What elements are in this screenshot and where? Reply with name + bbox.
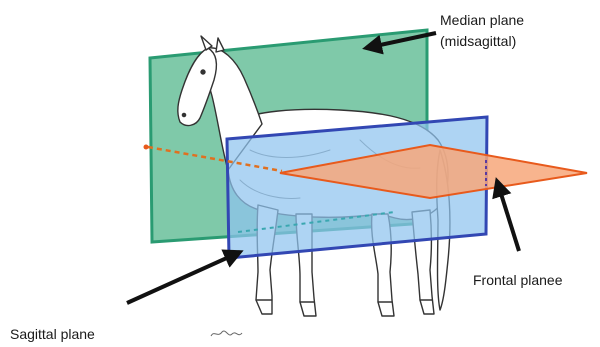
median-plane-dot	[144, 145, 149, 150]
frontal-plane-arrow-icon	[497, 181, 519, 251]
median-plane-sublabel: (midsagittal)	[440, 33, 516, 50]
frontal-plane-label: Frontal planee	[473, 272, 563, 289]
sagittal-plane-arrow-icon	[127, 252, 240, 303]
artist-signature	[211, 331, 242, 336]
sagittal-plane-label: Sagittal plane	[10, 326, 95, 343]
median-plane-label: Median plane	[440, 12, 524, 29]
